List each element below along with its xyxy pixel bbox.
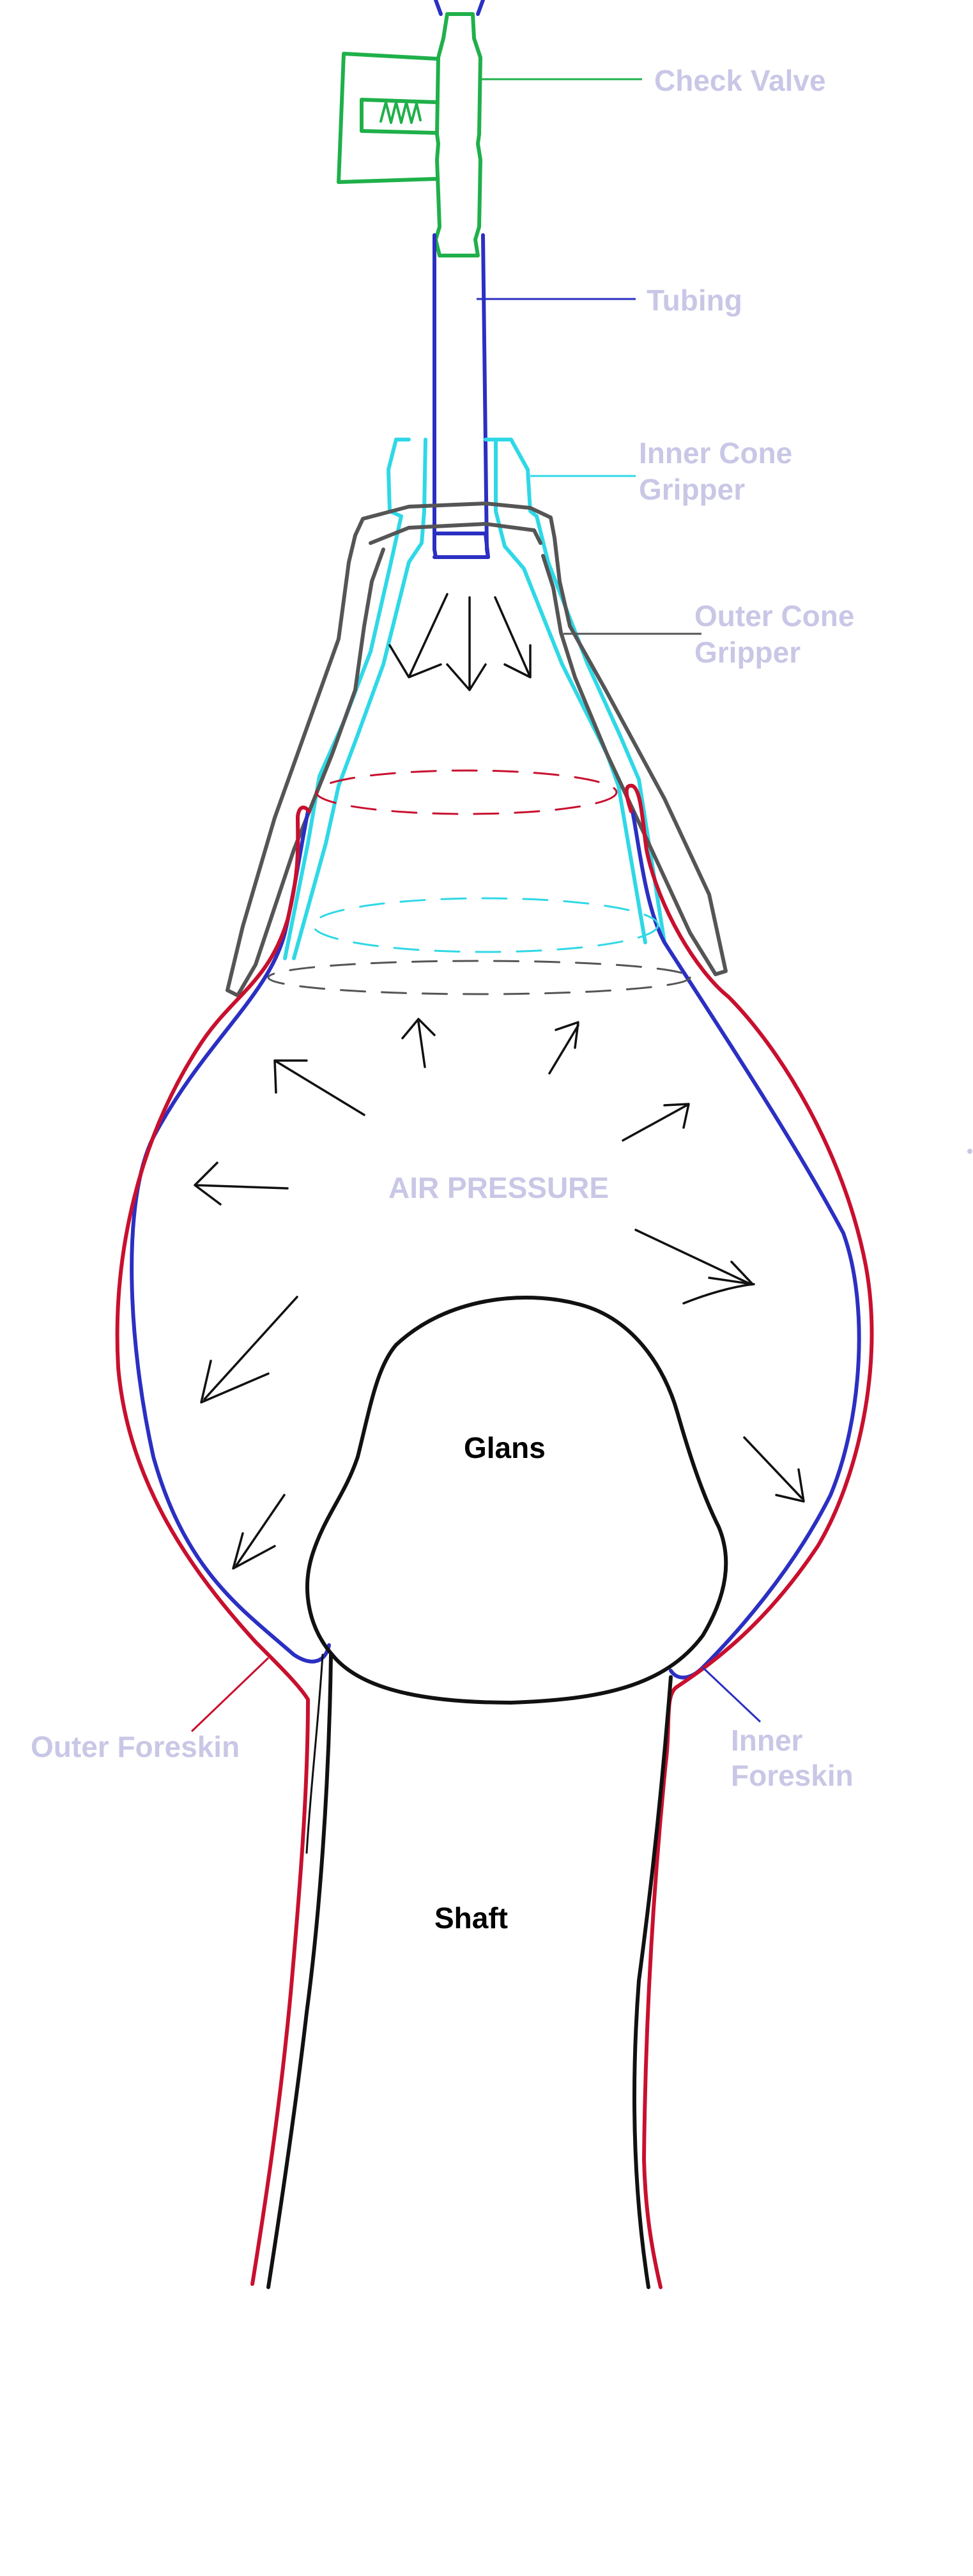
pressure-arrow (446, 596, 487, 691)
shaft-label: Shaft (434, 1901, 508, 1935)
anatomy-labels: Glans Shaft (434, 1431, 546, 1935)
check-valve-spring-housing (337, 52, 439, 184)
check-valve-label: Check Valve (654, 64, 826, 97)
inner-cone-gripper-label: Inner Cone (639, 436, 792, 470)
tubing (433, 0, 490, 559)
pressure-arrow (232, 1494, 286, 1570)
inner-cone-gripper-right-inner (494, 438, 647, 944)
check-valve-body (434, 12, 482, 257)
outer-cone-gripper-cap (353, 502, 556, 540)
pressure-arrow (494, 596, 532, 678)
stray-mark (967, 1149, 972, 1154)
tubing-wall-right (481, 233, 490, 559)
tubing-top-left (434, 0, 443, 16)
outer-cone-gripper-right (541, 536, 728, 976)
pressure-arrows (194, 593, 805, 1570)
outer-foreskin-left (115, 805, 311, 2286)
inner-foreskin-label: Foreskin (731, 1759, 854, 1792)
pressure-ring-grey (267, 960, 691, 995)
inner-foreskin-label: Inner (731, 1724, 803, 1757)
shaft-left (266, 1653, 333, 2289)
pressure-arrow (401, 1018, 436, 1068)
glans-label: Glans (464, 1431, 546, 1464)
shaft-left-ridge (305, 1653, 324, 1854)
check-valve-spring (379, 101, 422, 124)
leader-lines (190, 78, 762, 1733)
tubing-top-right (476, 0, 485, 16)
outer-foreskin (115, 783, 874, 2289)
tubing-label: Tubing (647, 284, 742, 317)
check-valve-spring-cap (360, 98, 439, 135)
pressure-rings (267, 769, 691, 995)
anatomy-outline (266, 1296, 728, 2289)
outer-foreskin-label: Outer Foreskin (31, 1730, 240, 1763)
outer-cone-gripper (226, 502, 728, 997)
outer-cone-gripper-cap-inner (369, 522, 542, 545)
outer-foreskin-right (624, 783, 874, 2289)
pressure-arrow (200, 1296, 298, 1404)
pressure-arrow (743, 1436, 805, 1503)
shaft-right (632, 1675, 673, 2289)
inner-cone-gripper-left-inner (292, 438, 427, 960)
pressure-arrow (622, 1103, 690, 1142)
inner-foreskin-right (631, 809, 861, 1680)
inner-cone-gripper-left (283, 438, 411, 960)
outer-cone-gripper-left (226, 533, 385, 997)
glans-outline (305, 1296, 728, 1705)
outer-cone-gripper-label: Outer Cone (694, 599, 854, 632)
inner-cone-gripper (283, 438, 666, 960)
pressure-arrow (634, 1229, 755, 1305)
pressure-ring-red (315, 769, 618, 815)
pressure-arrow (548, 1021, 579, 1075)
inner-cone-gripper-label: Gripper (639, 473, 745, 506)
pressure-arrow (273, 1059, 365, 1116)
tubing-bottom (433, 532, 490, 559)
outer-foreskin-leader (190, 1657, 270, 1733)
outer-cone-gripper-label: Gripper (694, 636, 801, 669)
pressure-ring-cyan (312, 897, 659, 953)
pressure-arrow (194, 1162, 289, 1206)
inner-foreskin-leader (701, 1666, 762, 1723)
check-valve (337, 12, 482, 257)
pressure-arrow (388, 593, 448, 678)
inner-cone-gripper-right (484, 438, 666, 944)
tubing-wall-left (433, 233, 438, 559)
callout-labels: Check Valve Tubing Inner Cone Gripper Ou… (31, 64, 854, 1792)
air-pressure-label: AIR PRESSURE (388, 1171, 609, 1204)
